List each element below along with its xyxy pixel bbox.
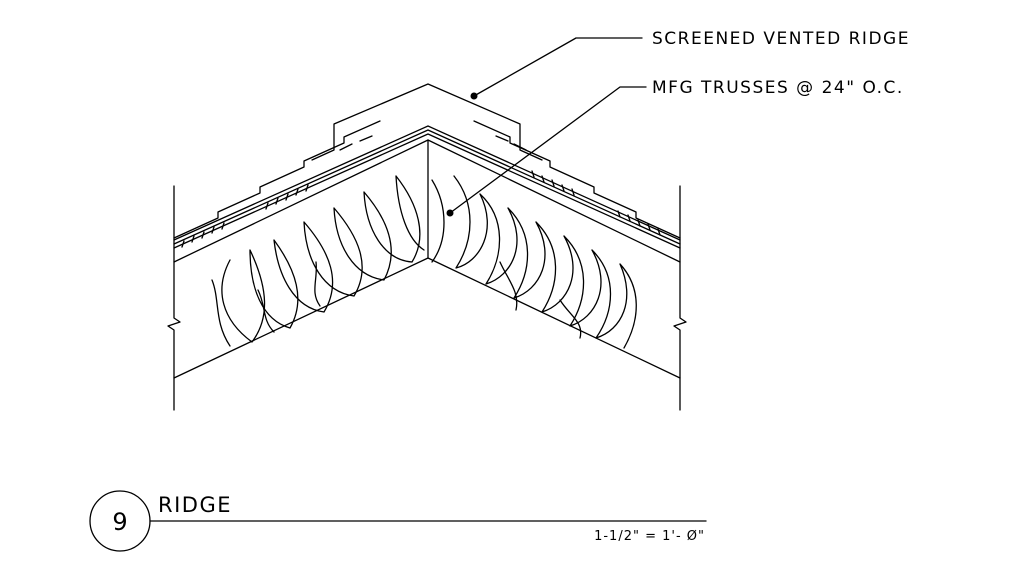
detail-number: 9 <box>112 508 127 536</box>
roof-deck-line-2 <box>173 129 681 245</box>
roof-deck-line-3 <box>173 125 681 241</box>
ridge-vent-leader-dot <box>470 92 478 100</box>
trusses-callout: MFG TRUSSES @ 24" O.C. <box>652 78 904 98</box>
right-rafter-hatch <box>531 170 661 236</box>
ridge-cap <box>311 83 543 161</box>
left-insulation <box>211 175 425 347</box>
ridge-vent-callout: SCREENED VENTED RIDGE <box>652 29 910 49</box>
trusses-leader-dot <box>446 209 454 217</box>
left-shingles <box>173 120 381 239</box>
left-wall-line <box>167 185 181 411</box>
right-wall-line <box>673 185 687 411</box>
ceiling-line <box>173 257 681 379</box>
detail-scale: 1-1/2" = 1'- Ø" <box>594 529 705 544</box>
detail-title: RIDGE <box>158 493 232 517</box>
ridge-vent-screen <box>339 135 527 151</box>
ridge-vent-leader <box>473 37 643 97</box>
trusses-leader <box>449 86 647 214</box>
roof-deck-line-1 <box>173 133 681 249</box>
left-rafter-hatch <box>181 184 309 248</box>
right-insulation <box>431 175 637 349</box>
right-shingles <box>473 120 681 239</box>
roof-underside-line <box>173 139 681 263</box>
